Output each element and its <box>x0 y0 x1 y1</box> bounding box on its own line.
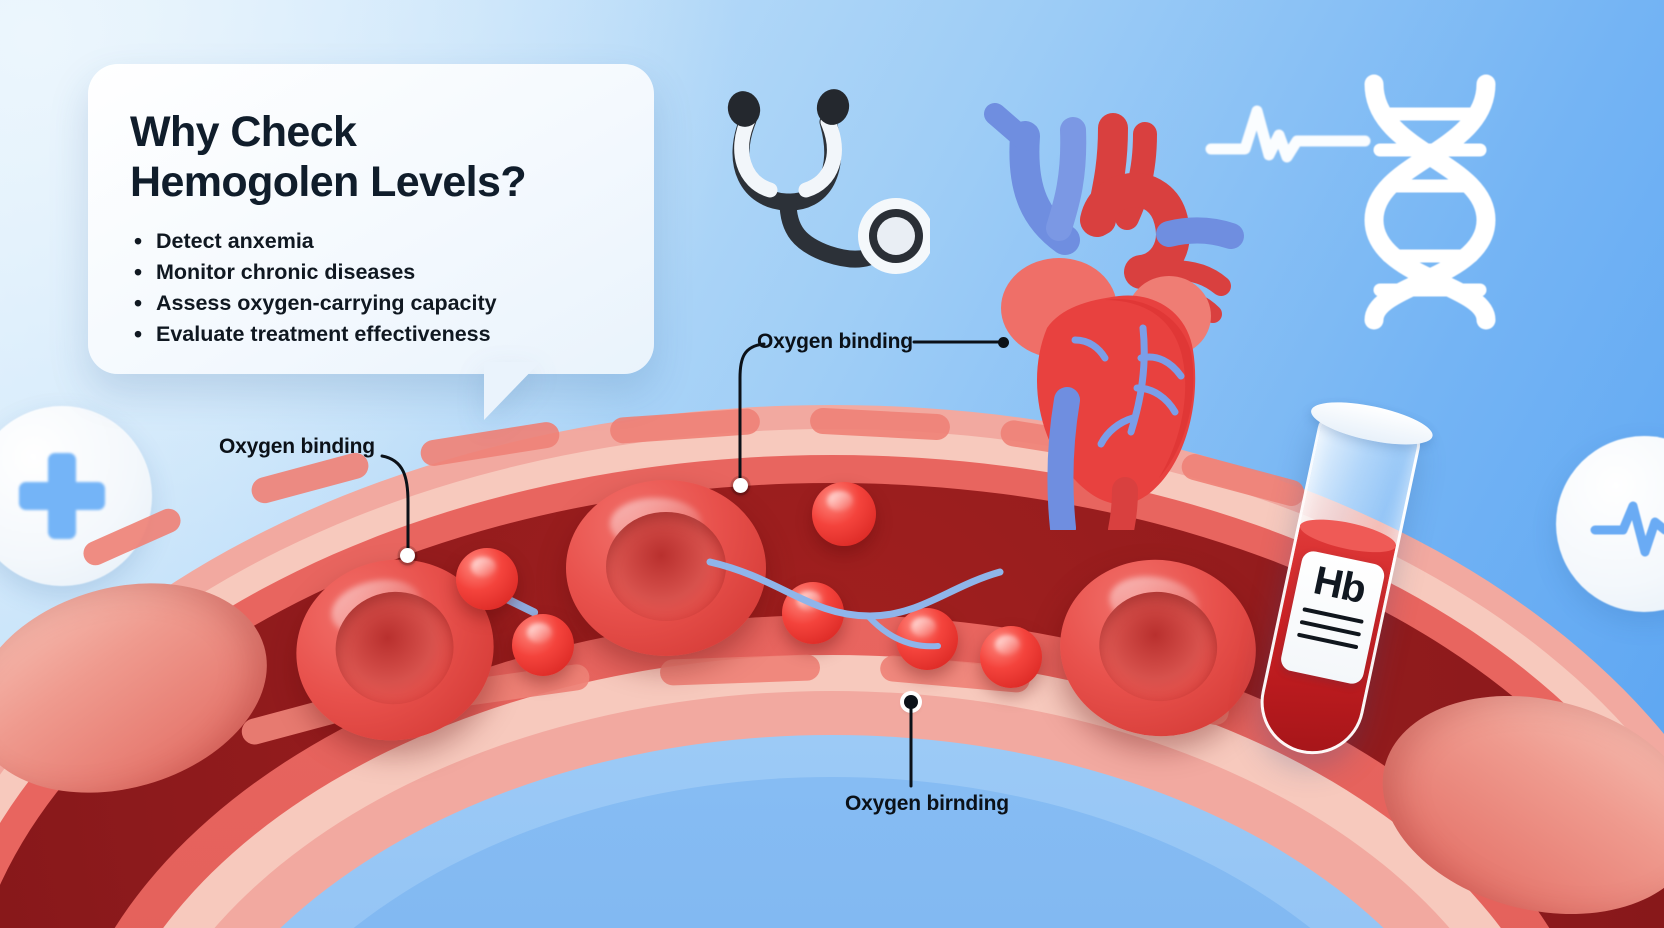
callout-leader-middle-right <box>912 340 1006 344</box>
page-title: Why Check Hemogolen Levels? <box>130 108 527 206</box>
benefit-list: Detect anxemia Monitor chronic diseases … <box>130 225 614 352</box>
list-item: Detect anxemia <box>130 225 614 259</box>
oxygen-molecule <box>980 626 1042 688</box>
list-item: Monitor chronic diseases <box>130 256 614 290</box>
oxygen-molecule <box>812 482 876 546</box>
list-item: Evaluate treatment effectiveness <box>130 318 614 352</box>
blood-vessel-cross-section <box>0 405 1664 928</box>
callout-leader-left <box>380 454 410 552</box>
oxygen-bond-network <box>706 558 1004 650</box>
callout-leader-middle-down <box>738 342 766 488</box>
medical-cross-icon <box>19 453 105 539</box>
callout-leader-bottom <box>909 706 913 788</box>
dna-helix-icon <box>1364 74 1496 330</box>
anatomical-heart-icon <box>984 103 1244 530</box>
callout-label-bottom: Oxygen birnding <box>845 792 1009 815</box>
pulse-line-icon <box>1590 501 1664 557</box>
tube-label-text: Hb <box>1309 558 1370 613</box>
oxygen-molecule <box>456 548 518 610</box>
oxygen-molecule <box>896 608 958 670</box>
callout-anchor-heart <box>998 337 1009 348</box>
info-callout-bubble: Why Check Hemogolen Levels? Detect anxem… <box>88 64 654 374</box>
callout-anchor-middle <box>733 478 748 493</box>
stethoscope-icon <box>727 89 930 274</box>
list-item: Assess oxygen-carrying capacity <box>130 287 614 321</box>
callout-anchor-bottom <box>904 695 918 709</box>
tube-label-rule <box>1296 632 1359 650</box>
callout-anchor-left <box>400 548 415 563</box>
oxygen-molecule <box>512 614 574 676</box>
callout-label-left: Oxygen binding <box>219 435 375 458</box>
ecg-heartbeat-icon <box>1205 105 1371 163</box>
callout-label-middle: Oxygen binding <box>757 330 913 353</box>
bubble-tail <box>484 362 540 420</box>
medical-cross-badge <box>0 406 152 586</box>
